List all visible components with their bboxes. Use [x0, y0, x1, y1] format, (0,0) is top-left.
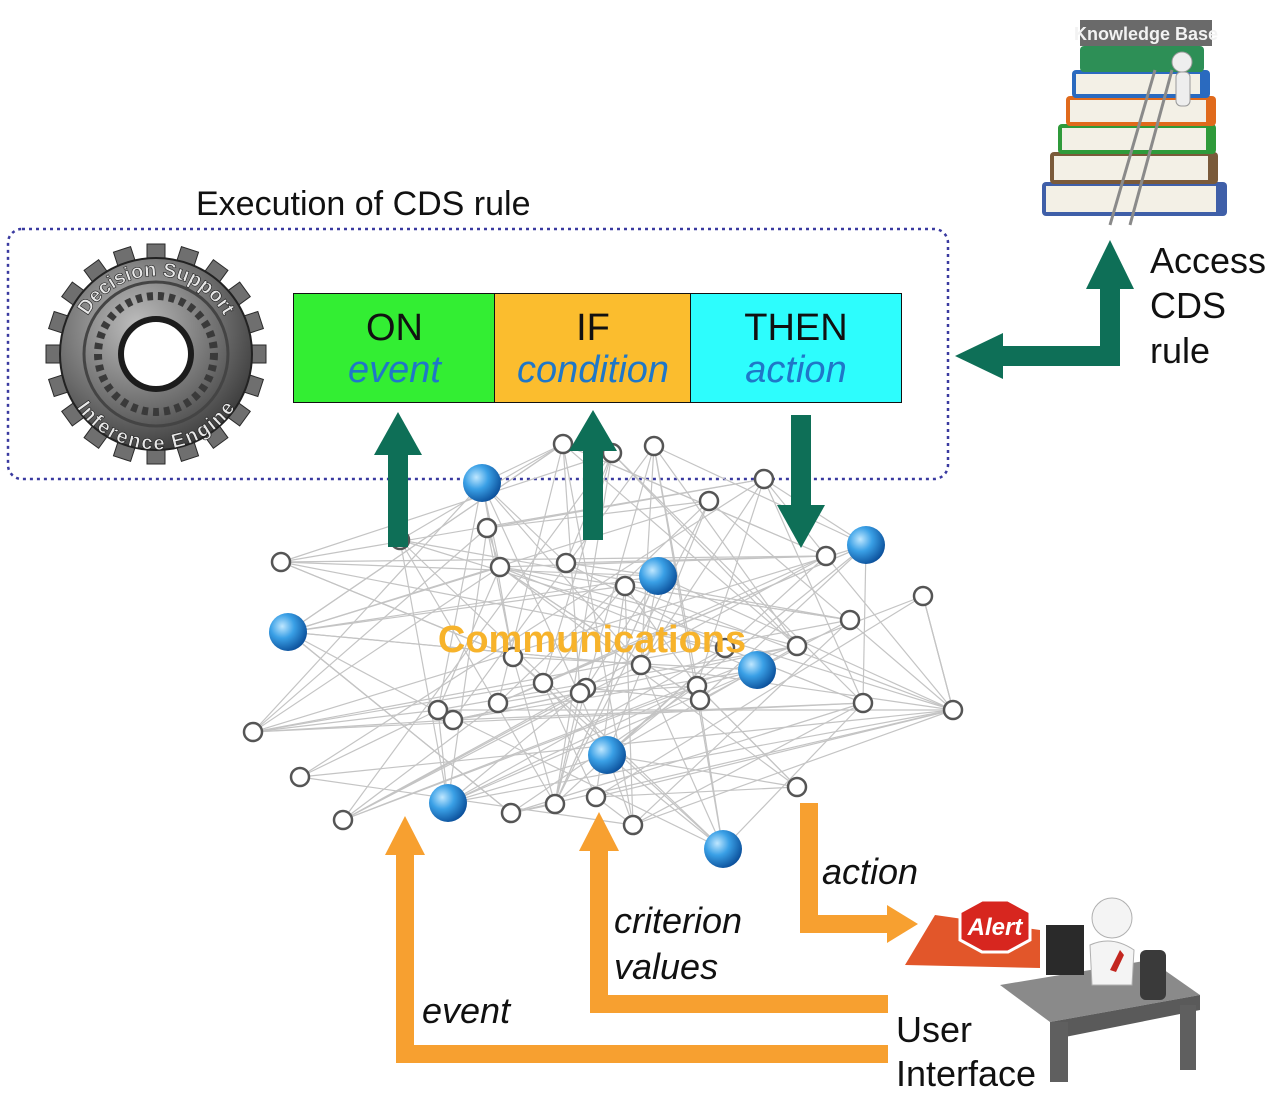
knowledge-base-sign: Knowledge Base	[1074, 24, 1218, 44]
network-node	[942, 699, 964, 721]
network-node	[289, 766, 311, 788]
network-node	[532, 672, 554, 694]
network-node	[689, 689, 711, 711]
alert-text: Alert	[967, 914, 1024, 941]
access-cds-rule-label: Access CDS rule	[1150, 240, 1267, 371]
network-hub-node	[269, 613, 307, 651]
network-node	[489, 556, 511, 578]
inference-engine-gear-icon: Decision Support Inference Engine	[45, 243, 267, 465]
rule-keyword-on: ON	[366, 307, 423, 349]
network-node	[555, 552, 577, 574]
network-node	[630, 654, 652, 676]
network-node	[427, 699, 449, 721]
diagram-title: Execution of CDS rule	[196, 185, 531, 223]
green-arrows	[374, 240, 1134, 548]
network-node	[552, 433, 574, 455]
network-node	[912, 585, 934, 607]
network-node	[270, 551, 292, 573]
rule-sub-condition: condition	[516, 349, 670, 391]
network-node	[500, 802, 522, 824]
user-interface-label: User Interface	[896, 1009, 1037, 1094]
network-node	[502, 646, 524, 668]
orange-arrows	[385, 803, 918, 1063]
network-node	[476, 517, 498, 539]
action-flow-label: action	[822, 851, 919, 892]
network-hub-node	[704, 830, 742, 868]
network-hub-node	[738, 651, 776, 689]
rule-on-event-box: ON event	[293, 293, 496, 403]
alert-sign-icon: Alert	[905, 898, 1040, 968]
network-hub-node	[639, 557, 677, 595]
network-node	[698, 490, 720, 512]
network-node	[852, 692, 874, 714]
network-node	[753, 468, 775, 490]
rule-keyword-then: THEN	[744, 307, 848, 349]
network-node	[585, 786, 607, 808]
network-hub-node	[463, 464, 501, 502]
network-node	[622, 814, 644, 836]
network-hub-node	[588, 736, 626, 774]
network-node	[839, 609, 861, 631]
network-node	[786, 776, 808, 798]
network-nodes	[242, 433, 964, 868]
knowledge-base-books-icon: Knowledge Base	[1042, 20, 1227, 226]
communications-label: Communications	[438, 619, 746, 661]
network-node	[714, 637, 736, 659]
network-node	[815, 545, 837, 567]
network-node	[786, 635, 808, 657]
network-node	[442, 709, 464, 731]
user-at-desk-icon	[1000, 897, 1200, 1082]
network-node	[332, 809, 354, 831]
rule-sub-event: event	[348, 349, 441, 391]
rule-keyword-if: IF	[576, 307, 610, 349]
network-node	[242, 721, 264, 743]
network-hub-node	[847, 526, 885, 564]
criterion-values-label: criterion values	[614, 900, 743, 987]
event-flow-label: event	[422, 990, 511, 1031]
network-node	[544, 793, 566, 815]
network-node	[614, 575, 636, 597]
network-node	[487, 692, 509, 714]
rule-sub-action: action	[745, 349, 847, 391]
network-node	[643, 435, 665, 457]
network-edges	[252, 443, 954, 850]
rule-if-condition-box: IF condition	[494, 293, 692, 403]
network-hub-node	[429, 784, 467, 822]
network-node	[569, 682, 591, 704]
rule-then-action-box: THEN action	[690, 293, 902, 403]
